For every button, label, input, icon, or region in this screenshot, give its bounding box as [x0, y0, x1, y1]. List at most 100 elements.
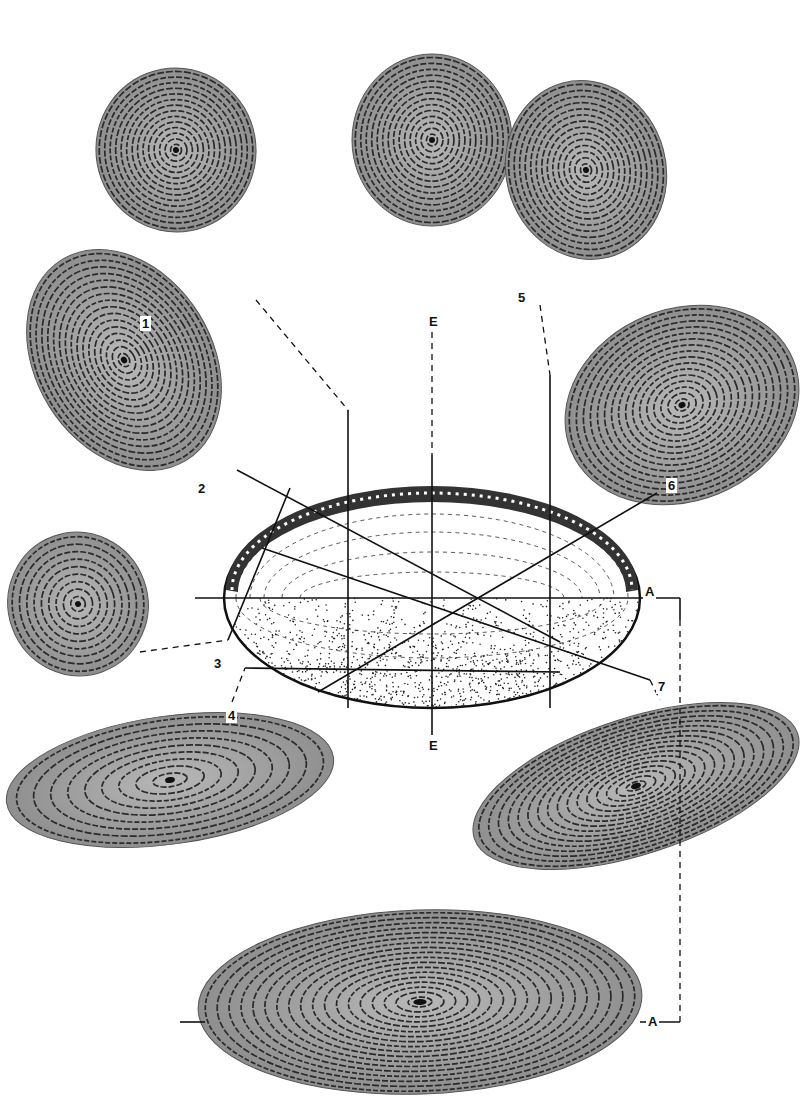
- stipple-dot: [381, 604, 383, 606]
- stipple-dot: [503, 705, 505, 707]
- stipple-dot: [403, 692, 405, 694]
- stipple-dot: [281, 694, 283, 696]
- stipple-dot: [408, 662, 410, 664]
- stipple-dot: [247, 608, 249, 610]
- stipple-dot: [389, 673, 391, 675]
- stipple-dot: [349, 678, 351, 680]
- stipple-dot: [483, 665, 485, 667]
- stipple-dot: [381, 621, 383, 623]
- stipple-dot: [614, 604, 616, 606]
- stipple-dot: [426, 708, 428, 710]
- stipple-dot: [591, 599, 593, 601]
- growth-ring: [112, 85, 239, 215]
- stipple-dot: [325, 663, 327, 665]
- stipple-dot: [567, 683, 569, 685]
- stipple-dot: [594, 634, 596, 636]
- stipple-dot: [462, 613, 464, 615]
- stipple-dot: [338, 692, 340, 694]
- stipple-dot: [446, 663, 448, 665]
- stipple-dot: [290, 683, 292, 685]
- stipple-dot: [632, 649, 634, 651]
- stipple-dot: [340, 617, 342, 619]
- stipple-dot: [441, 677, 443, 679]
- stipple-dot: [521, 669, 523, 671]
- stipple-dot: [374, 676, 376, 678]
- stipple-dot: [422, 696, 424, 698]
- stipple-dot: [619, 639, 621, 641]
- stipple-dot: [525, 633, 527, 635]
- stipple-dot: [438, 672, 440, 674]
- stipple-dot: [386, 675, 388, 677]
- stipple-dot: [343, 637, 345, 639]
- stipple-dot: [582, 695, 584, 697]
- stipple-dot: [479, 604, 481, 606]
- stipple-dot: [394, 658, 396, 660]
- growth-ring: [565, 148, 606, 192]
- stipple-dot: [495, 625, 497, 627]
- stipple-dot: [441, 707, 443, 709]
- stipple-dot: [307, 694, 309, 696]
- stipple-dot: [333, 662, 335, 664]
- stipple-dot: [242, 665, 244, 667]
- stipple-dot: [392, 697, 394, 699]
- stipple-dot: [274, 605, 276, 607]
- stipple-dot: [438, 668, 440, 670]
- stipple-dot: [610, 683, 612, 685]
- stipple-dot: [252, 691, 254, 693]
- stipple-dot: [349, 613, 351, 615]
- stipple-dot: [458, 672, 460, 674]
- stipple-dot: [540, 604, 542, 606]
- stipple-dot: [584, 674, 586, 676]
- stipple-dot: [323, 705, 325, 707]
- stipple-dot: [385, 665, 387, 667]
- stipple-dot: [328, 646, 330, 648]
- growth-ring: [538, 118, 635, 221]
- stipple-dot: [302, 661, 304, 663]
- stipple-dot: [293, 649, 295, 651]
- stipple-dot: [557, 689, 559, 691]
- stipple-dot: [244, 700, 246, 702]
- stipple-dot: [577, 680, 579, 682]
- stipple-dot: [307, 655, 309, 657]
- stipple-dot: [423, 702, 425, 704]
- stipple-dot: [530, 633, 532, 635]
- stipple-dot: [353, 703, 355, 705]
- stipple-dot: [587, 669, 589, 671]
- stipple-dot: [505, 599, 507, 601]
- stipple-dot: [498, 694, 500, 696]
- disc-focus: [429, 137, 435, 143]
- stipple-dot: [595, 709, 597, 711]
- growth-ring: [515, 708, 757, 863]
- stipple-dot: [367, 664, 369, 666]
- stipple-dot: [560, 661, 562, 663]
- stipple-dot: [489, 611, 491, 613]
- stipple-dot: [257, 701, 259, 703]
- stipple-dot: [233, 705, 235, 707]
- stipple-dot: [265, 614, 267, 616]
- stipple-dot: [585, 622, 587, 624]
- stipple-dot: [238, 690, 240, 692]
- stipple-dot: [438, 706, 440, 708]
- stipple-dot: [257, 685, 259, 687]
- stipple-dot: [482, 663, 484, 665]
- stipple-dot: [552, 692, 554, 694]
- stipple-dot: [272, 609, 274, 611]
- stipple-dot: [254, 662, 256, 664]
- stipple-dot: [471, 708, 473, 710]
- stipple-dot: [224, 692, 226, 694]
- stipple-dot: [361, 684, 363, 686]
- stipple-dot: [632, 635, 634, 637]
- stipple-dot: [345, 603, 347, 605]
- stipple-dot: [565, 705, 567, 707]
- stipple-dot: [612, 690, 614, 692]
- stipple-dot: [304, 702, 306, 704]
- stipple-dot: [516, 660, 518, 662]
- stipple-dot: [463, 705, 465, 707]
- stipple-dot: [605, 621, 607, 623]
- stipple-dot: [537, 673, 539, 675]
- stipple-dot: [425, 701, 427, 703]
- stipple-dot: [614, 661, 616, 663]
- stipple-dot: [410, 708, 412, 710]
- stipple-dot: [234, 649, 236, 651]
- stipple-dot: [305, 704, 307, 706]
